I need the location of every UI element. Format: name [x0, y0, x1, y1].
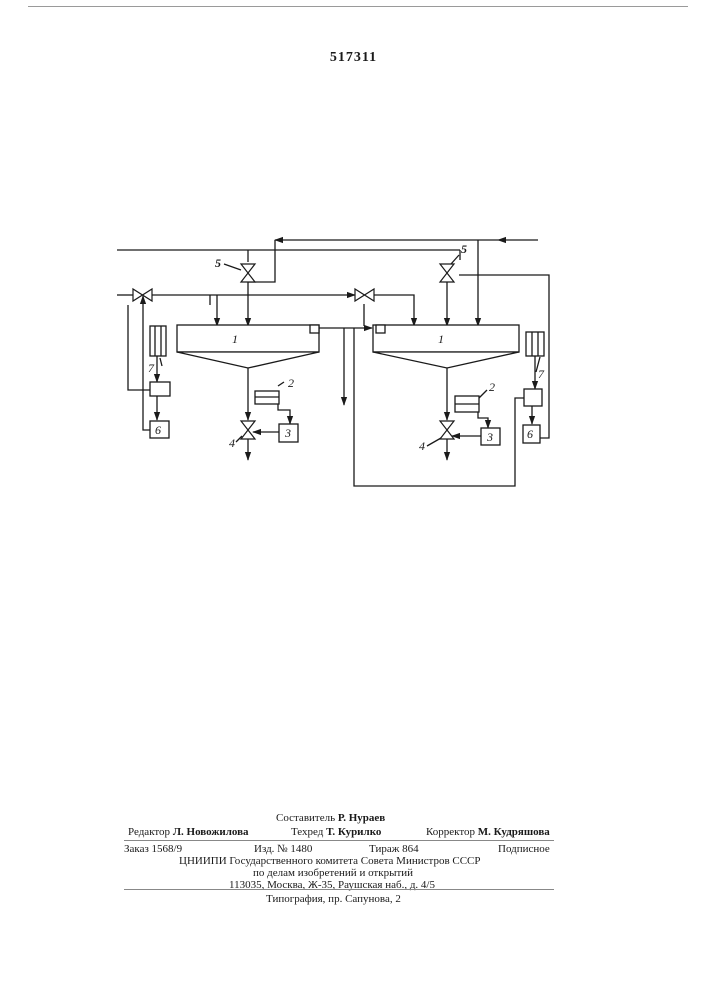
- feed-valve-left-icon: [241, 264, 255, 282]
- regulator-left: 3: [279, 424, 298, 442]
- regulator-right-label: 3: [486, 430, 493, 444]
- inlet-valve-middle-icon: [355, 289, 374, 301]
- drain-valve-left-icon: [241, 421, 255, 439]
- instrument-left-leader: [160, 358, 162, 366]
- instrument-right-label: 7: [538, 367, 545, 381]
- separator-rule-1: [124, 840, 554, 841]
- controller-right: 6: [523, 425, 540, 443]
- regulator-right: 3: [481, 428, 500, 445]
- svg-text:4: 4: [419, 439, 425, 453]
- editor-line: Редактор Л. Новожилова: [128, 826, 249, 839]
- subscription: Подписное: [498, 843, 550, 856]
- svg-text:5: 5: [215, 256, 221, 270]
- techred-line: Техред Т. Курилко: [291, 826, 381, 839]
- corrector-line: Корректор М. Кудряшова: [426, 826, 550, 839]
- sensor-left-label: 2: [288, 376, 294, 390]
- flow-lines: [117, 240, 549, 486]
- instrument-left-label: 7: [148, 361, 155, 375]
- feed-valve-left-label: 5: [215, 256, 241, 270]
- separator-rule-2: [124, 889, 554, 890]
- sensor-right: 2: [455, 380, 495, 412]
- settler-right: 1: [373, 325, 519, 368]
- svg-text:5: 5: [461, 242, 467, 256]
- drain-valve-right-label: 4: [419, 438, 441, 453]
- regulator-left-label: 3: [284, 426, 291, 440]
- drain-valve-right-icon: [440, 421, 454, 439]
- svg-text:4: 4: [229, 436, 235, 450]
- sensor-right-label: 2: [489, 380, 495, 394]
- controller-left: 6: [150, 421, 169, 438]
- controller-right-label: 6: [527, 427, 533, 441]
- converter-left: [150, 382, 170, 396]
- settler-right-label: 1: [438, 332, 444, 346]
- drain-valve-left-label: 4: [229, 436, 242, 450]
- compiler-line: Составитель Р. Нураев: [276, 812, 385, 825]
- order-number: Заказ 1568/9: [124, 843, 182, 856]
- sensor-right-leader: [479, 390, 487, 398]
- printer-line: Типография, пр. Сапунова, 2: [266, 893, 401, 906]
- settler-left-label: 1: [232, 332, 238, 346]
- feed-valve-right-label: 5: [451, 242, 467, 264]
- org-address: 113035, Москва, Ж-35, Раушская наб., д. …: [229, 879, 435, 892]
- converter-right: [524, 389, 542, 406]
- feed-valve-right-icon: [440, 264, 454, 282]
- settler-left: 1: [177, 325, 319, 368]
- controller-left-label: 6: [155, 423, 161, 437]
- sensor-left: 2: [255, 376, 294, 404]
- process-scheme-diagram: 1 1 7 7 6: [0, 0, 707, 520]
- sensor-left-leader: [278, 382, 284, 386]
